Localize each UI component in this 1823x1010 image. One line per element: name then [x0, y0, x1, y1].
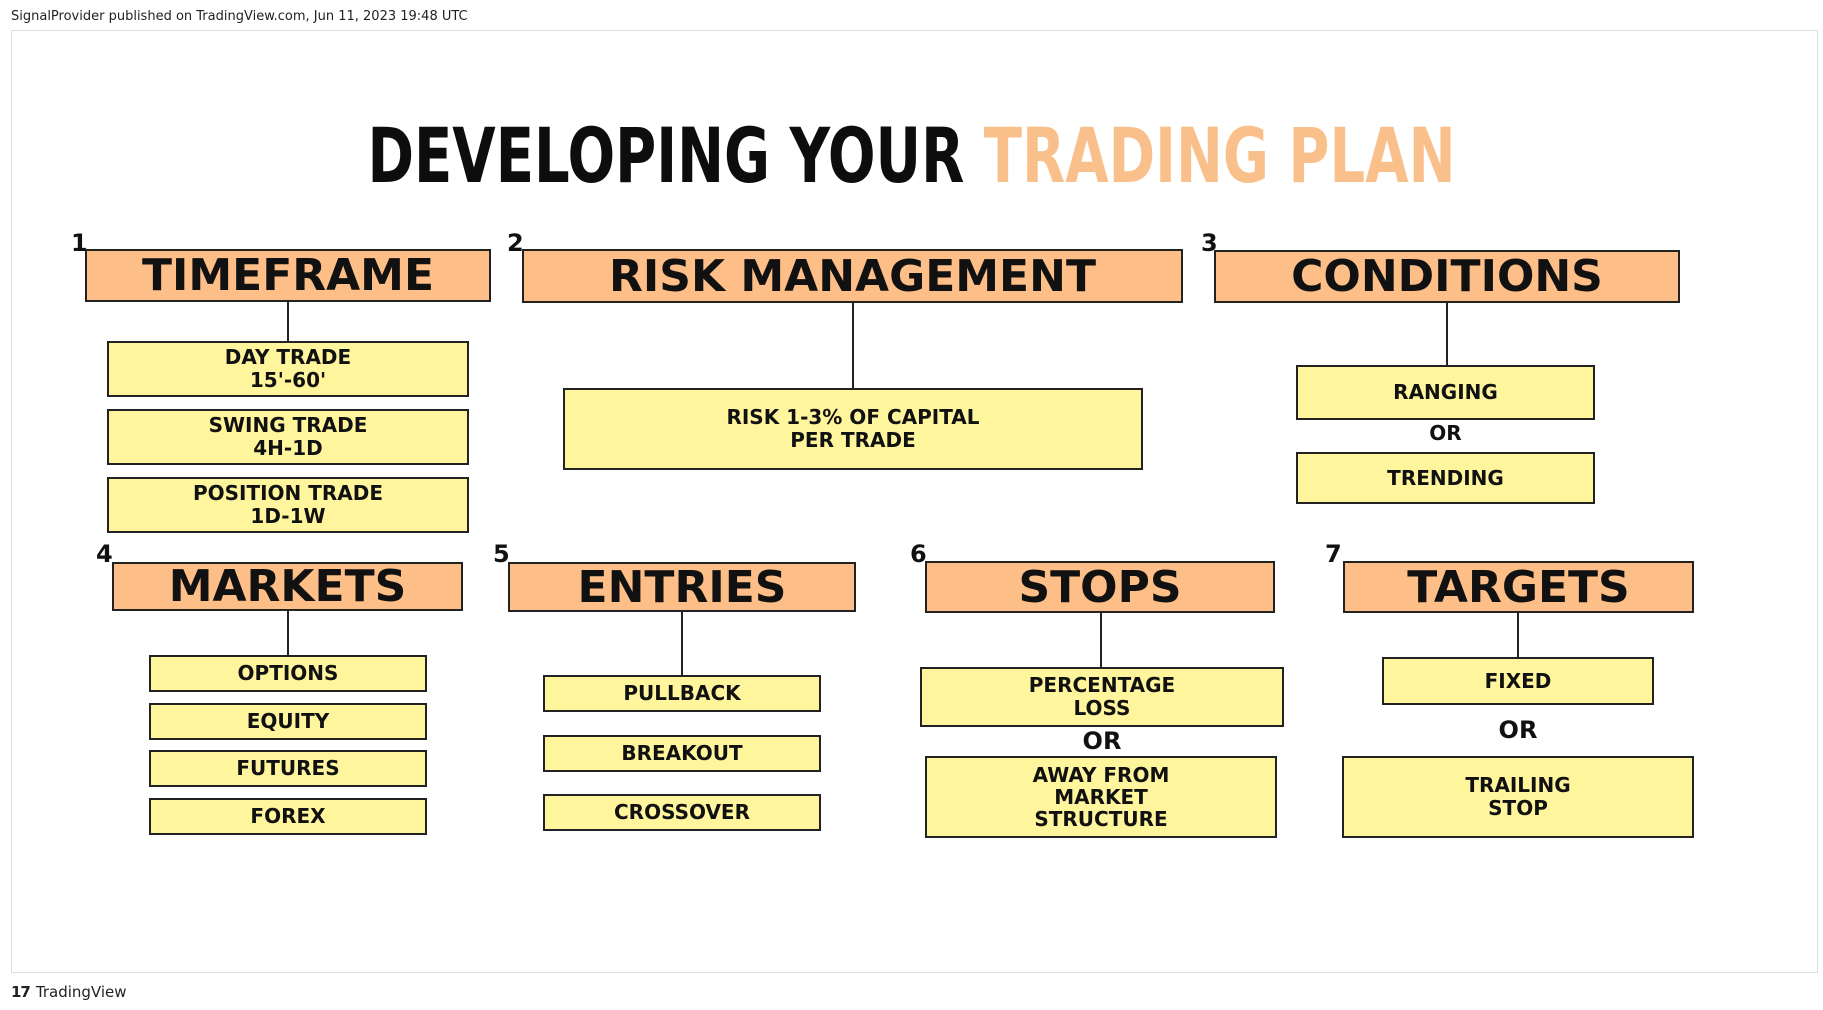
- section-header-entries: ENTRIES: [508, 562, 856, 613]
- connector-line: [681, 612, 683, 675]
- item-line: TRAILING: [1465, 773, 1571, 797]
- section-header-markets: MARKETS: [112, 561, 463, 612]
- item-line: STRUCTURE: [1034, 807, 1168, 831]
- section-number-6: 6: [910, 540, 927, 568]
- footer-brand[interactable]: 𝟭𝟳 TradingView: [11, 983, 127, 1001]
- risk-item-capital: RISK 1-3% OF CAPITAL PER TRADE: [563, 388, 1143, 470]
- or-separator: OR: [1082, 727, 1122, 755]
- connector-line: [1100, 613, 1102, 667]
- tradingview-logo-icon: 𝟭𝟳: [11, 983, 31, 1001]
- title-part-1: DEVELOPING YOUR: [367, 111, 984, 200]
- footer-brand-label: TradingView: [35, 983, 127, 1001]
- item-line: POSITION TRADE: [192, 481, 384, 505]
- entries-item-breakout: BREAKOUT: [543, 735, 821, 772]
- connector-line: [852, 303, 854, 388]
- title-part-2: TRADING PLAN: [983, 111, 1456, 200]
- item-line: RISK 1-3% OF CAPITAL: [726, 405, 980, 429]
- connector-line: [1517, 613, 1519, 657]
- targets-item-trailing-stop: TRAILING STOP: [1342, 756, 1694, 838]
- item-line: 1D-1W: [250, 504, 326, 528]
- item-line: SWING TRADE: [208, 413, 368, 437]
- section-header-targets: TARGETS: [1343, 561, 1694, 613]
- entries-item-pullback: PULLBACK: [543, 675, 821, 712]
- markets-item-forex: FOREX: [149, 798, 427, 835]
- entries-item-crossover: CROSSOVER: [543, 794, 821, 831]
- page-title: DEVELOPING YOUR TRADING PLAN: [164, 118, 1659, 194]
- stops-item-percentage-loss: PERCENTAGE LOSS: [920, 667, 1284, 727]
- timeframe-item-swing-trade: SWING TRADE 4H-1D: [107, 409, 469, 465]
- section-header-timeframe: TIMEFRAME: [85, 249, 491, 302]
- publisher-caption: SignalProvider published on TradingView.…: [11, 9, 468, 24]
- item-line: LOSS: [1073, 696, 1131, 720]
- item-line: PERCENTAGE: [1028, 673, 1176, 697]
- section-header-risk-management: RISK MANAGEMENT: [522, 249, 1183, 303]
- section-number-3: 3: [1201, 229, 1218, 257]
- section-number-4: 4: [96, 540, 113, 568]
- conditions-item-ranging: RANGING: [1296, 365, 1595, 420]
- connector-line: [287, 611, 289, 655]
- item-line: MARKET: [1054, 785, 1148, 809]
- connector-line: [1446, 303, 1448, 365]
- markets-item-futures: FUTURES: [149, 750, 427, 787]
- markets-item-equity: EQUITY: [149, 703, 427, 740]
- item-line: STOP: [1488, 796, 1548, 820]
- item-line: DAY TRADE: [224, 345, 352, 369]
- section-number-1: 1: [71, 229, 88, 257]
- item-line: PER TRADE: [790, 428, 916, 452]
- or-separator: OR: [1498, 716, 1538, 744]
- section-number-2: 2: [507, 229, 524, 257]
- connector-line: [287, 302, 289, 341]
- section-header-conditions: CONDITIONS: [1214, 250, 1680, 303]
- section-number-7: 7: [1325, 540, 1342, 568]
- timeframe-item-day-trade: DAY TRADE 15'-60': [107, 341, 469, 397]
- timeframe-item-position-trade: POSITION TRADE 1D-1W: [107, 477, 469, 533]
- item-line: AWAY FROM: [1032, 763, 1170, 787]
- section-number-5: 5: [493, 540, 510, 568]
- conditions-item-trending: TRENDING: [1296, 452, 1595, 504]
- stops-item-market-structure: AWAY FROM MARKET STRUCTURE: [925, 756, 1277, 838]
- item-line: 4H-1D: [253, 436, 323, 460]
- section-header-stops: STOPS: [925, 561, 1275, 613]
- item-line: 15'-60': [249, 368, 327, 392]
- or-separator: OR: [1429, 421, 1462, 445]
- targets-item-fixed: FIXED: [1382, 657, 1654, 705]
- markets-item-options: OPTIONS: [149, 655, 427, 692]
